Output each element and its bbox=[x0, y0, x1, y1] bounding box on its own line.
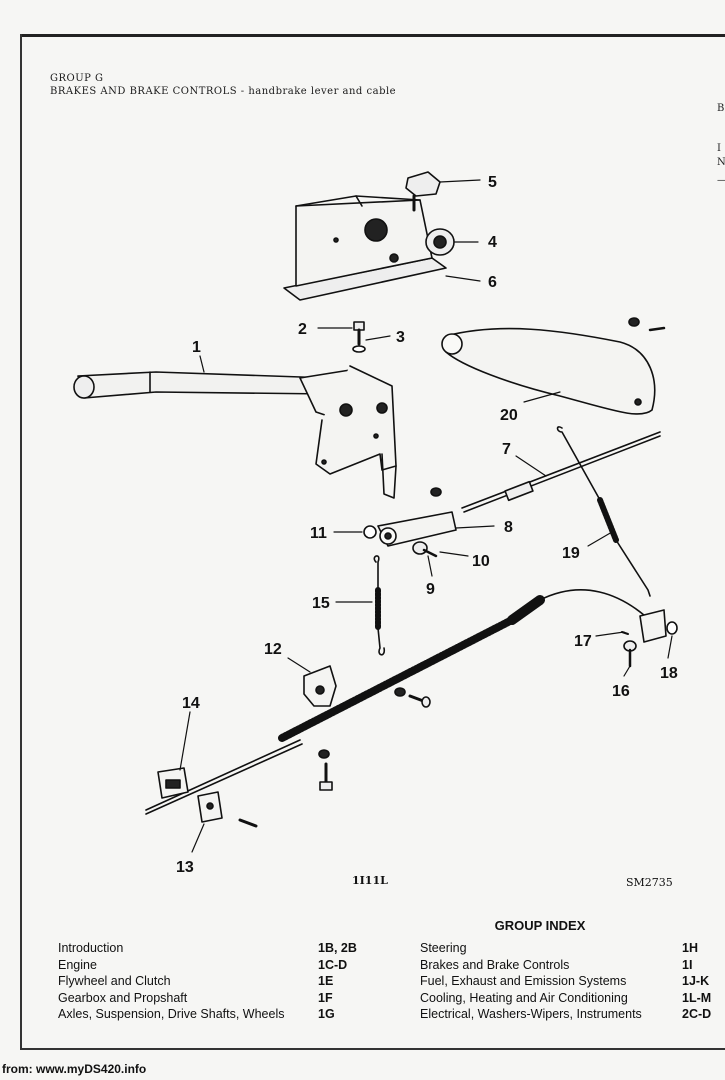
exploded-parts-diagram: 1 2 3 4 5 6 7 8 9 10 11 12 13 14 15 16 1… bbox=[73, 171, 678, 889]
callout-number: 6 bbox=[488, 274, 497, 291]
callout-number: 9 bbox=[426, 581, 435, 598]
clevis-pin-part bbox=[412, 541, 438, 558]
callout-number: 1 bbox=[192, 339, 201, 356]
left-border-rule bbox=[20, 34, 22, 1050]
cable-end-fork-part bbox=[621, 609, 678, 668]
callout-number: 19 bbox=[562, 545, 580, 562]
index-label: Engine bbox=[58, 957, 97, 972]
index-code: 1J-K bbox=[682, 974, 710, 988]
washer-screw-part bbox=[628, 317, 666, 332]
bolt-part bbox=[394, 687, 431, 708]
drawing-mark: 1I11L bbox=[352, 874, 388, 887]
callout-number: 10 bbox=[472, 553, 490, 570]
index-row: Engine 1C-D bbox=[58, 957, 357, 974]
callout-numbers: 1 2 3 4 5 6 7 8 9 10 11 12 13 14 15 16 1… bbox=[176, 174, 678, 876]
index-row: Electrical, Washers-Wipers, Instruments … bbox=[420, 1006, 711, 1023]
cable-clip-part bbox=[157, 767, 189, 799]
callout-number: 5 bbox=[488, 174, 497, 191]
index-row: Steering 1H bbox=[420, 940, 711, 957]
abutment-bracket-part bbox=[303, 665, 337, 707]
group-index-left-column: Introduction 1B, 2B Engine 1C-D Flywheel… bbox=[58, 940, 357, 1023]
clamp-plate-part bbox=[197, 791, 223, 823]
callout-number: 3 bbox=[396, 329, 405, 346]
callout-number: 12 bbox=[264, 641, 282, 658]
handbrake-lever-part bbox=[73, 365, 397, 499]
callout-number: 14 bbox=[182, 695, 200, 712]
index-code: 2C-D bbox=[682, 1007, 712, 1021]
index-row: Cooling, Heating and Air Conditioning 1L… bbox=[420, 990, 711, 1007]
mounting-bracket-part bbox=[283, 195, 447, 301]
callout-number: 2 bbox=[298, 321, 307, 338]
clevis-part bbox=[377, 511, 457, 547]
index-code: 1H bbox=[682, 941, 698, 955]
index-row: Axles, Suspension, Drive Shafts, Wheels … bbox=[58, 1006, 357, 1023]
index-label: Fuel, Exhaust and Emission Systems bbox=[420, 974, 627, 988]
index-row: Brakes and Brake Controls 1I bbox=[420, 957, 711, 974]
index-label: Axles, Suspension, Drive Shafts, Wheels bbox=[58, 1007, 285, 1021]
callout-number: 16 bbox=[612, 683, 630, 700]
tension-spring-part bbox=[373, 555, 386, 656]
index-row: Flywheel and Clutch 1E bbox=[58, 973, 357, 990]
bolt-part bbox=[318, 749, 333, 791]
index-row: Gearbox and Propshaft 1F bbox=[58, 990, 357, 1007]
source-footer: from: www.myDS420.info bbox=[2, 1062, 147, 1076]
group-heading: GROUP G bbox=[50, 73, 104, 84]
index-label: Introduction bbox=[58, 941, 124, 955]
callout-number: 13 bbox=[176, 859, 194, 876]
screw-part bbox=[238, 818, 258, 828]
index-row: Fuel, Exhaust and Emission Systems 1J-K bbox=[420, 973, 711, 990]
index-code: 1E bbox=[318, 974, 334, 988]
callout-number: 18 bbox=[660, 665, 678, 682]
handbrake-cable-part bbox=[145, 589, 657, 815]
bottom-border-rule bbox=[20, 1048, 725, 1050]
right-edge-fragment: — bbox=[717, 175, 725, 186]
callout-number: 7 bbox=[502, 441, 511, 458]
right-edge-fragment: N bbox=[717, 157, 725, 168]
index-label: Brakes and Brake Controls bbox=[420, 957, 570, 972]
index-label: Flywheel and Clutch bbox=[58, 974, 171, 988]
index-code: 1C-D bbox=[318, 957, 348, 972]
callout-number: 20 bbox=[500, 407, 518, 424]
pull-rod-part bbox=[461, 431, 661, 513]
index-label: Electrical, Washers-Wipers, Instruments bbox=[420, 1007, 642, 1021]
callout-number: 8 bbox=[504, 519, 513, 536]
callout-number: 17 bbox=[574, 633, 592, 650]
index-label: Cooling, Heating and Air Conditioning bbox=[420, 990, 628, 1005]
nut-part bbox=[430, 487, 442, 497]
right-edge-fragment: I bbox=[717, 143, 721, 154]
grommet-part bbox=[425, 228, 455, 256]
index-code: 1F bbox=[318, 990, 333, 1005]
callout-number: 11 bbox=[310, 525, 327, 542]
index-label: Gearbox and Propshaft bbox=[58, 990, 188, 1005]
index-row: Introduction 1B, 2B bbox=[58, 940, 357, 957]
section-title: BRAKES AND BRAKE CONTROLS - handbrake le… bbox=[50, 86, 397, 97]
index-code: 1B, 2B bbox=[318, 941, 357, 955]
bolt-part bbox=[352, 321, 366, 353]
right-edge-fragment: B bbox=[717, 103, 725, 114]
index-code: 1G bbox=[318, 1007, 335, 1021]
callout-number: 15 bbox=[312, 595, 330, 612]
index-code: 1L-M bbox=[682, 990, 712, 1005]
washer-part bbox=[363, 525, 377, 539]
drawing-number: SM2735 bbox=[626, 876, 673, 889]
return-spring-part bbox=[556, 426, 651, 597]
knob-part bbox=[405, 171, 441, 212]
gaiter-part bbox=[441, 327, 656, 415]
top-border-rule bbox=[20, 34, 725, 37]
callout-number: 4 bbox=[488, 234, 497, 251]
index-label: Steering bbox=[420, 941, 467, 955]
index-code: 1I bbox=[682, 957, 693, 972]
group-index-title: GROUP INDEX bbox=[494, 918, 586, 933]
page-header: GROUP G BRAKES AND BRAKE CONTROLS - hand… bbox=[50, 72, 396, 98]
group-index-right-column: Steering 1H Brakes and Brake Controls 1I… bbox=[420, 940, 711, 1023]
callout-leader-lines bbox=[179, 179, 673, 853]
